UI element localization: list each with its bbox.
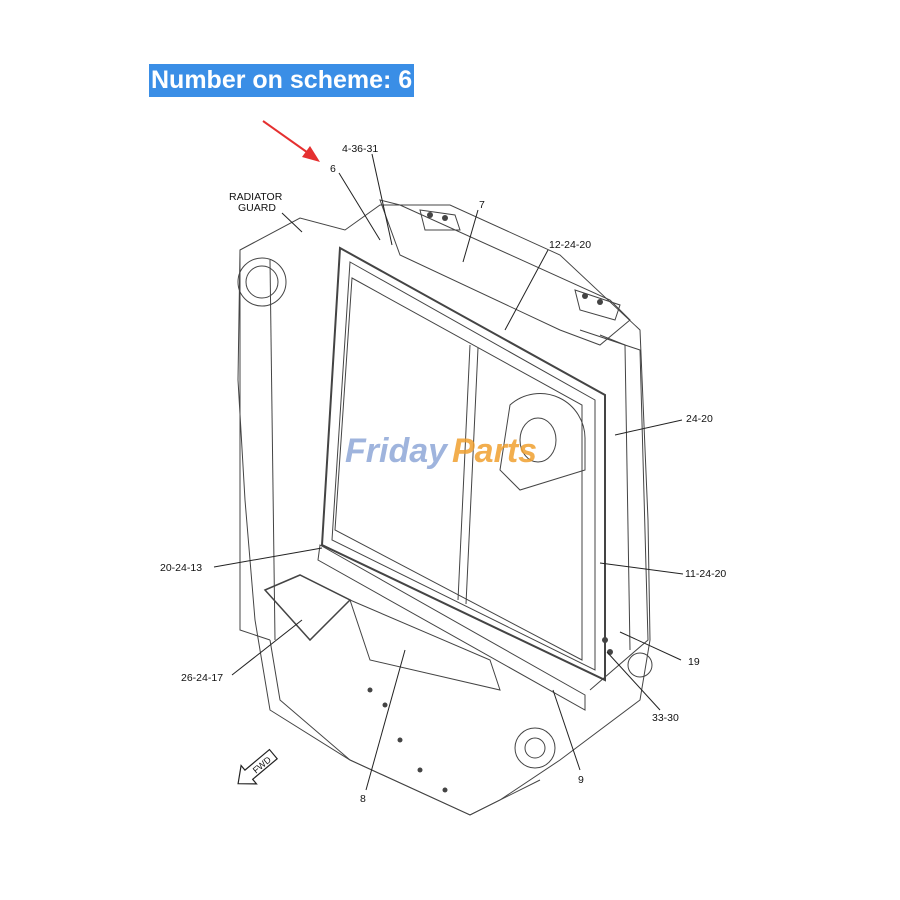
- label-20-24-13: 20-24-13: [160, 562, 202, 574]
- fwd-arrow-icon: FWD: [237, 748, 279, 785]
- label-19: 19: [688, 656, 700, 668]
- housing-outline: [237, 204, 651, 816]
- label-26-24-17: 26-24-17: [181, 672, 223, 684]
- watermark-parts: Parts: [452, 432, 537, 470]
- watermark-friday: Friday: [345, 432, 449, 470]
- scheme-number-banner: Number on scheme: 6: [149, 64, 415, 97]
- label-24-20: 24-20: [686, 413, 713, 425]
- label-12-24-20: 12-24-20: [549, 239, 591, 251]
- label-4-36-31: 4-36-31: [342, 143, 378, 155]
- label-6: 6: [330, 163, 336, 175]
- label-11-24-20: 11-24-20: [685, 568, 726, 580]
- label-guard: GUARD: [238, 202, 276, 214]
- radiator-frame: [320, 246, 606, 682]
- label-9: 9: [578, 774, 584, 786]
- label-8: 8: [360, 793, 366, 805]
- label-radiator: RADIATOR: [229, 191, 283, 203]
- red-pointer-arrow: [262, 120, 320, 162]
- label-33-30: 33-30: [652, 712, 679, 724]
- label-7: 7: [479, 199, 485, 211]
